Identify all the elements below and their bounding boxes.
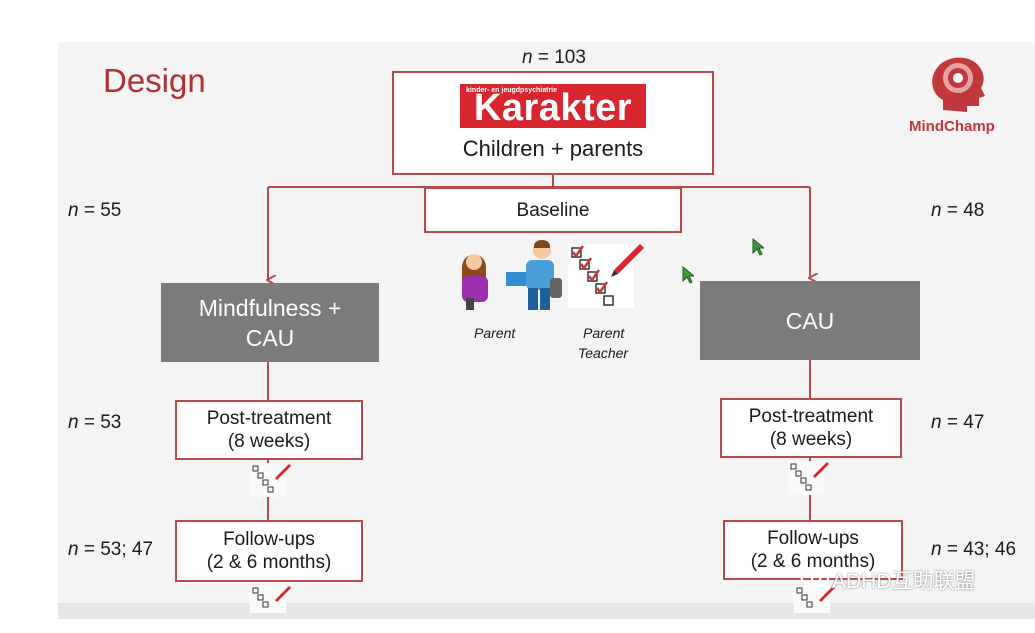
wechat-icon (800, 566, 830, 593)
n-right-follow: n = 43; 46 (931, 539, 1017, 560)
right-post-label: Post-treatment (748, 406, 874, 427)
sample-box: kinder- en jeugdpsychiatrie Karakter Chi… (392, 71, 714, 175)
left-follow-label: Follow-ups (223, 529, 315, 550)
checklist-icon-small (793, 584, 835, 619)
n-left-baseline: n = 55 (68, 200, 122, 221)
cursor-icon (752, 237, 766, 261)
people-icon (456, 238, 564, 317)
top-band (0, 0, 1035, 42)
parent-teacher-caption-2: Teacher (578, 345, 629, 361)
right-follow-sub: (2 & 6 months) (750, 551, 876, 572)
slide-title: Design (103, 62, 206, 99)
parent-teacher-caption-1: Parent (583, 325, 625, 341)
left-follow-sub: (2 & 6 months) (206, 552, 332, 573)
mindfulness-arm-box: Mindfulness + CAU (161, 283, 379, 362)
karakter-logo-text: Karakter (473, 87, 633, 129)
n-right-baseline: n = 48 (931, 200, 985, 221)
watermark-text: ADHD互助联盟 (832, 570, 976, 593)
karakter-logo-small: kinder- en jeugdpsychiatrie (466, 87, 558, 94)
right-follow-up-box: Follow-ups (2 & 6 months) (723, 520, 903, 580)
left-post-treatment-box: Post-treatment (8 weeks) (175, 400, 363, 460)
video-control-bar[interactable] (58, 603, 1035, 619)
left-post-label: Post-treatment (206, 408, 332, 429)
checklist-icon-small (249, 584, 291, 619)
right-post-treatment-box: Post-treatment (8 weeks) (720, 398, 902, 458)
checklist-icon (564, 240, 646, 317)
karakter-logo: kinder- en jeugdpsychiatrie Karakter (460, 84, 646, 128)
baseline-label: Baseline (516, 199, 590, 221)
cau-arm-label: CAU (785, 307, 835, 334)
n-right-post: n = 47 (931, 412, 985, 433)
left-follow-up-box: Follow-ups (2 & 6 months) (175, 520, 363, 582)
baseline-box: Baseline (424, 187, 682, 233)
parent-caption: Parent (474, 325, 516, 341)
right-post-sub: (8 weeks) (769, 429, 853, 450)
n-total: n = 103 (522, 47, 586, 68)
checklist-icon-small (249, 462, 291, 503)
n-left-post: n = 53 (68, 412, 122, 433)
right-follow-label: Follow-ups (767, 528, 859, 549)
mindchamp-logo: MindChamp (905, 48, 1015, 140)
n-left-follow: n = 53; 47 (68, 539, 154, 560)
mindfulness-arm-label: Mindfulness + CAU (198, 294, 342, 351)
checklist-icon-small (787, 460, 829, 501)
mindchamp-text: MindChamp (909, 118, 995, 135)
head-brain-icon (932, 57, 985, 112)
cursor-icon (682, 265, 696, 289)
left-post-sub: (8 weeks) (227, 431, 311, 452)
sample-label: Children + parents (462, 136, 644, 161)
cau-arm-box: CAU (700, 281, 920, 360)
